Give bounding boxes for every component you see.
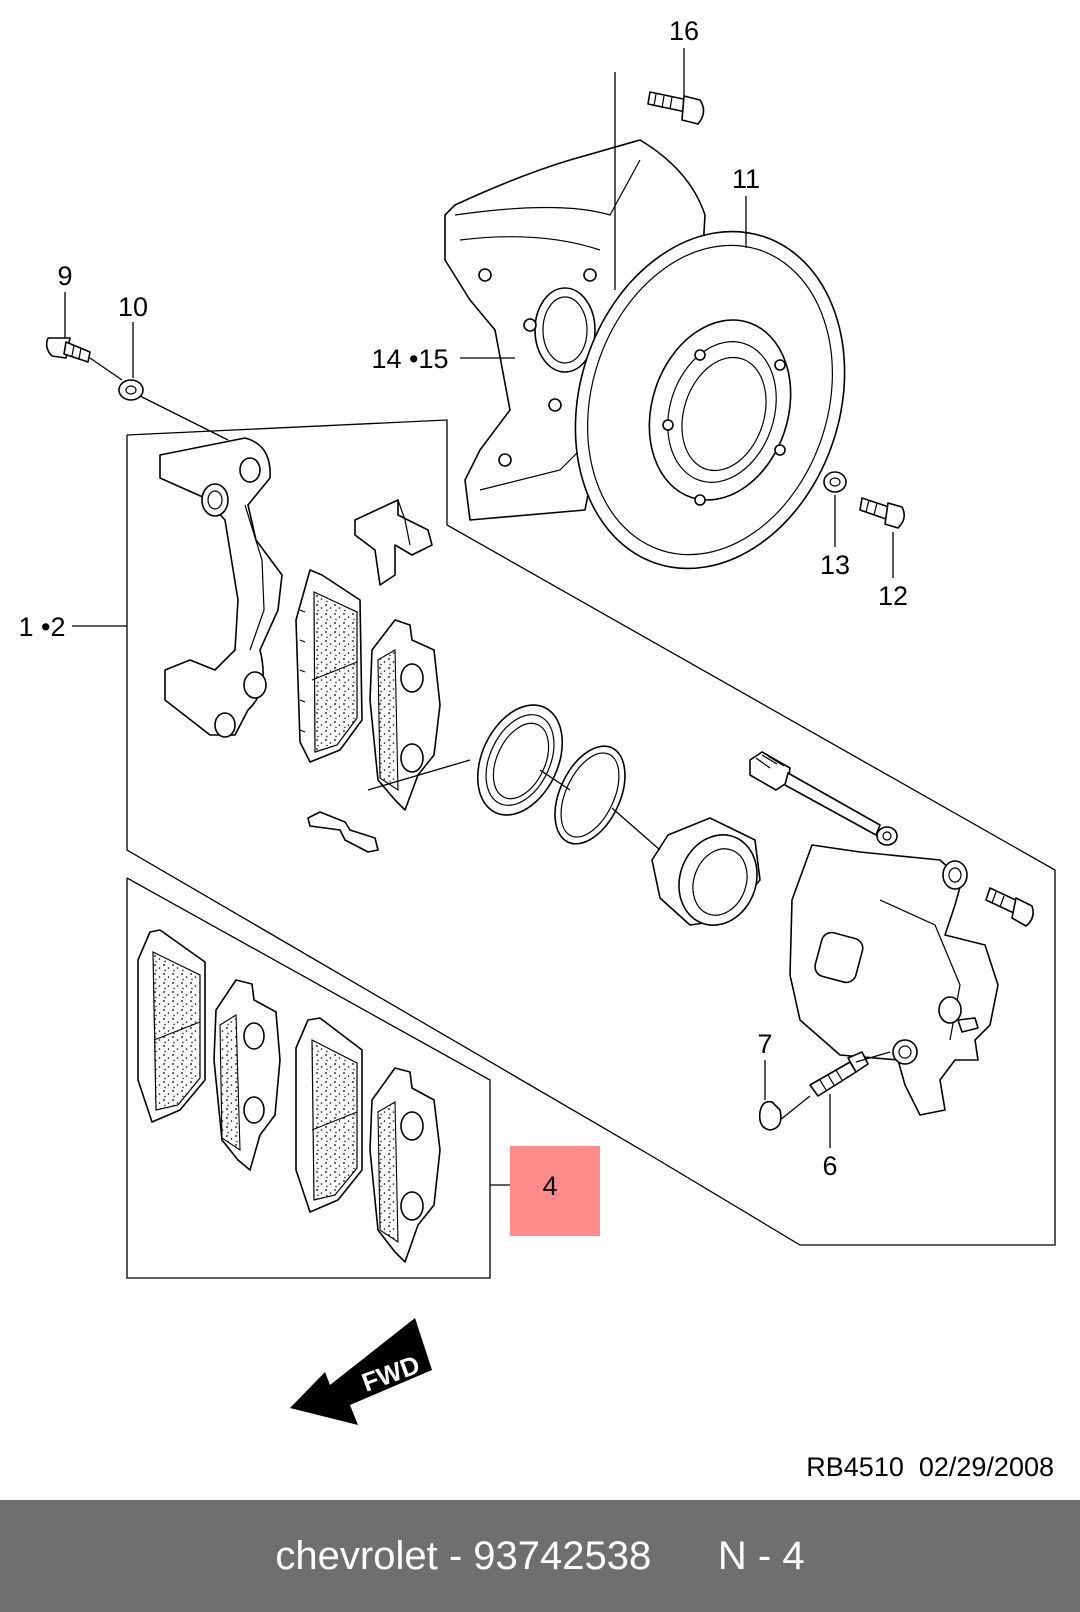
highlight-box bbox=[510, 1146, 600, 1236]
callout-12: 12 bbox=[878, 581, 908, 611]
callout-11: 11 bbox=[732, 164, 760, 194]
washer-13 bbox=[823, 471, 847, 493]
callout-labels: 16 11 9 10 14 •15 13 12 1 •2 7 6 4 bbox=[19, 16, 909, 1201]
brake-disc bbox=[574, 230, 846, 570]
callout-7: 7 bbox=[757, 1029, 772, 1059]
piston-dust-boot bbox=[476, 704, 564, 816]
caliper-piston bbox=[651, 817, 761, 926]
pad-set-inner-2 bbox=[295, 1017, 363, 1213]
anti-rattle-clip-top bbox=[354, 499, 433, 586]
caliper-body bbox=[789, 844, 999, 1116]
anti-rattle-clip-bottom bbox=[307, 811, 379, 853]
pad-set-outer-1 bbox=[213, 979, 281, 1171]
slide-pin-boot bbox=[749, 751, 898, 846]
callout-1-2: 1 •2 bbox=[19, 612, 66, 642]
bleeder-screw-6 bbox=[809, 1051, 869, 1097]
washer-10 bbox=[118, 379, 144, 401]
forward-direction-arrow: FWD bbox=[290, 1318, 432, 1425]
callout-9: 9 bbox=[57, 261, 72, 291]
brake-pad-inner bbox=[295, 569, 363, 763]
bolt-16 bbox=[647, 91, 705, 125]
callout-16: 16 bbox=[669, 16, 699, 46]
footer-bar: chevrolet - 93742538 N - 4 bbox=[0, 1500, 1080, 1612]
callout-10: 10 bbox=[118, 292, 148, 322]
piston-seal bbox=[554, 745, 626, 845]
caliper-guide-bolt bbox=[985, 887, 1034, 927]
leader-lines bbox=[64, 48, 894, 1186]
callout-14-15: 14 •15 bbox=[371, 344, 448, 374]
bolt-9 bbox=[45, 337, 91, 363]
pad-set-outer-2 bbox=[369, 1067, 441, 1263]
bolt-12 bbox=[859, 497, 906, 529]
callout-4: 4 bbox=[542, 1171, 557, 1201]
bleeder-cap-7 bbox=[758, 1100, 782, 1131]
callout-13: 13 bbox=[820, 550, 850, 580]
revision-code: RB4510 02/29/2008 bbox=[806, 1452, 1054, 1482]
caliper-bracket bbox=[159, 437, 283, 738]
splash-shield bbox=[444, 139, 706, 521]
callout-6: 6 bbox=[822, 1151, 837, 1181]
group-frame-caliper bbox=[126, 419, 1056, 1246]
footer-part-info: chevrolet - 93742538 N - 4 bbox=[275, 1534, 805, 1578]
brake-pad-outer bbox=[369, 619, 441, 811]
pad-set-inner-1 bbox=[137, 929, 206, 1123]
brake-assembly-diagram: 16 11 9 10 14 •15 13 12 1 •2 7 6 4 FWD bbox=[19, 16, 1056, 1425]
group-frame-pads bbox=[126, 877, 491, 1279]
